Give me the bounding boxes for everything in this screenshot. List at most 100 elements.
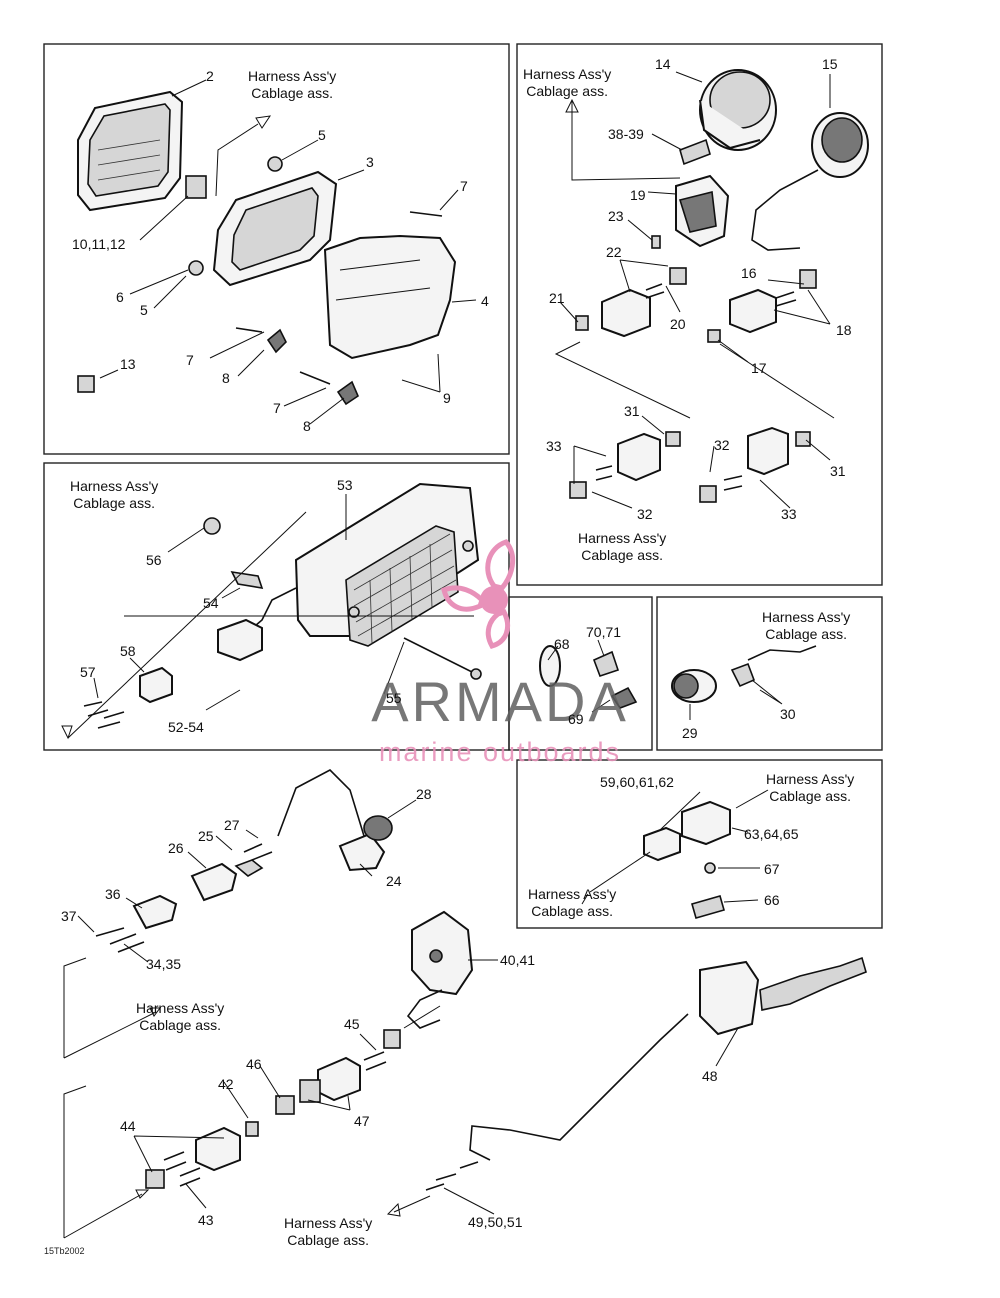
callout-label: 34,35 (146, 956, 182, 972)
callout-label: 70,71 (586, 624, 622, 640)
taillight-leaders (61, 494, 474, 740)
panel-headlight (43, 43, 510, 455)
indicator-lamp (671, 645, 817, 720)
callout-label: 9 (443, 390, 451, 406)
gauge-small-parts (575, 138, 817, 343)
callout-label: 43 (198, 1212, 214, 1228)
throttle-lever-group (406, 910, 867, 1161)
callout-label: 8 (222, 370, 230, 386)
callout-label: 40,41 (500, 952, 536, 968)
headlight-small-parts (77, 156, 443, 406)
callout-label: 20 (670, 316, 686, 332)
callout-label: 23 (608, 208, 624, 224)
callout-label: 42 (218, 1076, 234, 1092)
watermark-name: ARMADA (371, 670, 629, 733)
callout-label: 55 (386, 690, 402, 706)
callout-label: 53 (337, 477, 353, 493)
callout-label: 46 (246, 1056, 262, 1072)
callout-label: 33 (546, 438, 562, 454)
watermark-tagline: marine outboards (378, 737, 622, 767)
callout-label: 52-54 (168, 719, 204, 735)
callout-label: 19 (630, 187, 646, 203)
callout-label: 5 (318, 127, 326, 143)
headlight-bracket (212, 170, 338, 287)
panel-gauges (516, 43, 883, 586)
horn-parts (539, 639, 638, 713)
callout-label: 15 (822, 56, 838, 72)
callout-label: 66 (764, 892, 780, 908)
headlight-leaders (99, 79, 477, 425)
callout-label: 58 (120, 643, 136, 659)
callout-label: 47 (354, 1113, 370, 1129)
harness-arrows (63, 957, 431, 1239)
callout-label: 45 (344, 1016, 360, 1032)
callout-label: 3 (366, 154, 374, 170)
callout-label: 7 (460, 178, 468, 194)
callout-label: 63,64,65 (744, 826, 799, 842)
panel-horn (508, 596, 653, 751)
callout-label: 59,60,61,62 (600, 774, 674, 790)
figure-code: 15Tb2002 (44, 1246, 85, 1256)
callout-label: 48 (702, 1068, 718, 1084)
callout-label: 4 (481, 293, 489, 309)
callout-label: 32 (637, 506, 653, 522)
callout-label: 44 (120, 1118, 136, 1134)
connector-parts (581, 789, 769, 919)
callout-label: 2 (206, 68, 214, 84)
callout-label: 8 (303, 418, 311, 434)
callout-label: 68 (554, 636, 570, 652)
panel-connector (516, 759, 883, 929)
callout-label: 49,50,51 (468, 1214, 523, 1230)
callout-label: 67 (764, 861, 780, 877)
callout-label: 22 (606, 244, 622, 260)
callout-label: 57 (80, 664, 96, 680)
headlight-socket (185, 175, 207, 199)
callout-label: 25 (198, 828, 214, 844)
taillight-wiring (83, 517, 482, 729)
gauge-connectors (569, 283, 811, 503)
callout-label: 69 (568, 711, 584, 727)
callout-label: 13 (120, 356, 136, 372)
callout-label: 33 (781, 506, 797, 522)
headlight-lamp (77, 90, 184, 212)
armada-logo-icon (441, 539, 516, 649)
callout-label: 17 (751, 360, 767, 376)
callout-label: 36 (105, 886, 121, 902)
callout-label: 5 (140, 302, 148, 318)
callout-label: 30 (780, 706, 796, 722)
callout-label: 26 (168, 840, 184, 856)
callout-label: 24 (386, 873, 402, 889)
lower-connectors (133, 1029, 495, 1215)
handlebar-switch-group (77, 769, 441, 1029)
callout-label: 21 (549, 290, 565, 306)
callout-label: 14 (655, 56, 671, 72)
callout-label: 16 (741, 265, 757, 281)
fuel-gauge (751, 112, 869, 251)
callout-label: 7 (186, 352, 194, 368)
headlight-housing (323, 234, 457, 360)
callout-label: 28 (416, 786, 432, 802)
callout-label: 56 (146, 552, 162, 568)
callout-label: 6 (116, 289, 124, 305)
gauge-leaders (554, 71, 835, 509)
callout-label: 7 (273, 400, 281, 416)
callout-label: 27 (224, 817, 240, 833)
callout-label: 37 (61, 908, 77, 924)
callout-label: 18 (836, 322, 852, 338)
speedometer-gauge (699, 69, 777, 151)
callout-label: 31 (830, 463, 846, 479)
callout-label: 10,11,12 (72, 236, 126, 252)
callout-label: 38-39 (608, 126, 644, 142)
callout-label: 54 (203, 595, 219, 611)
callout-label: 31 (624, 403, 640, 419)
gauge-holder (675, 174, 730, 248)
